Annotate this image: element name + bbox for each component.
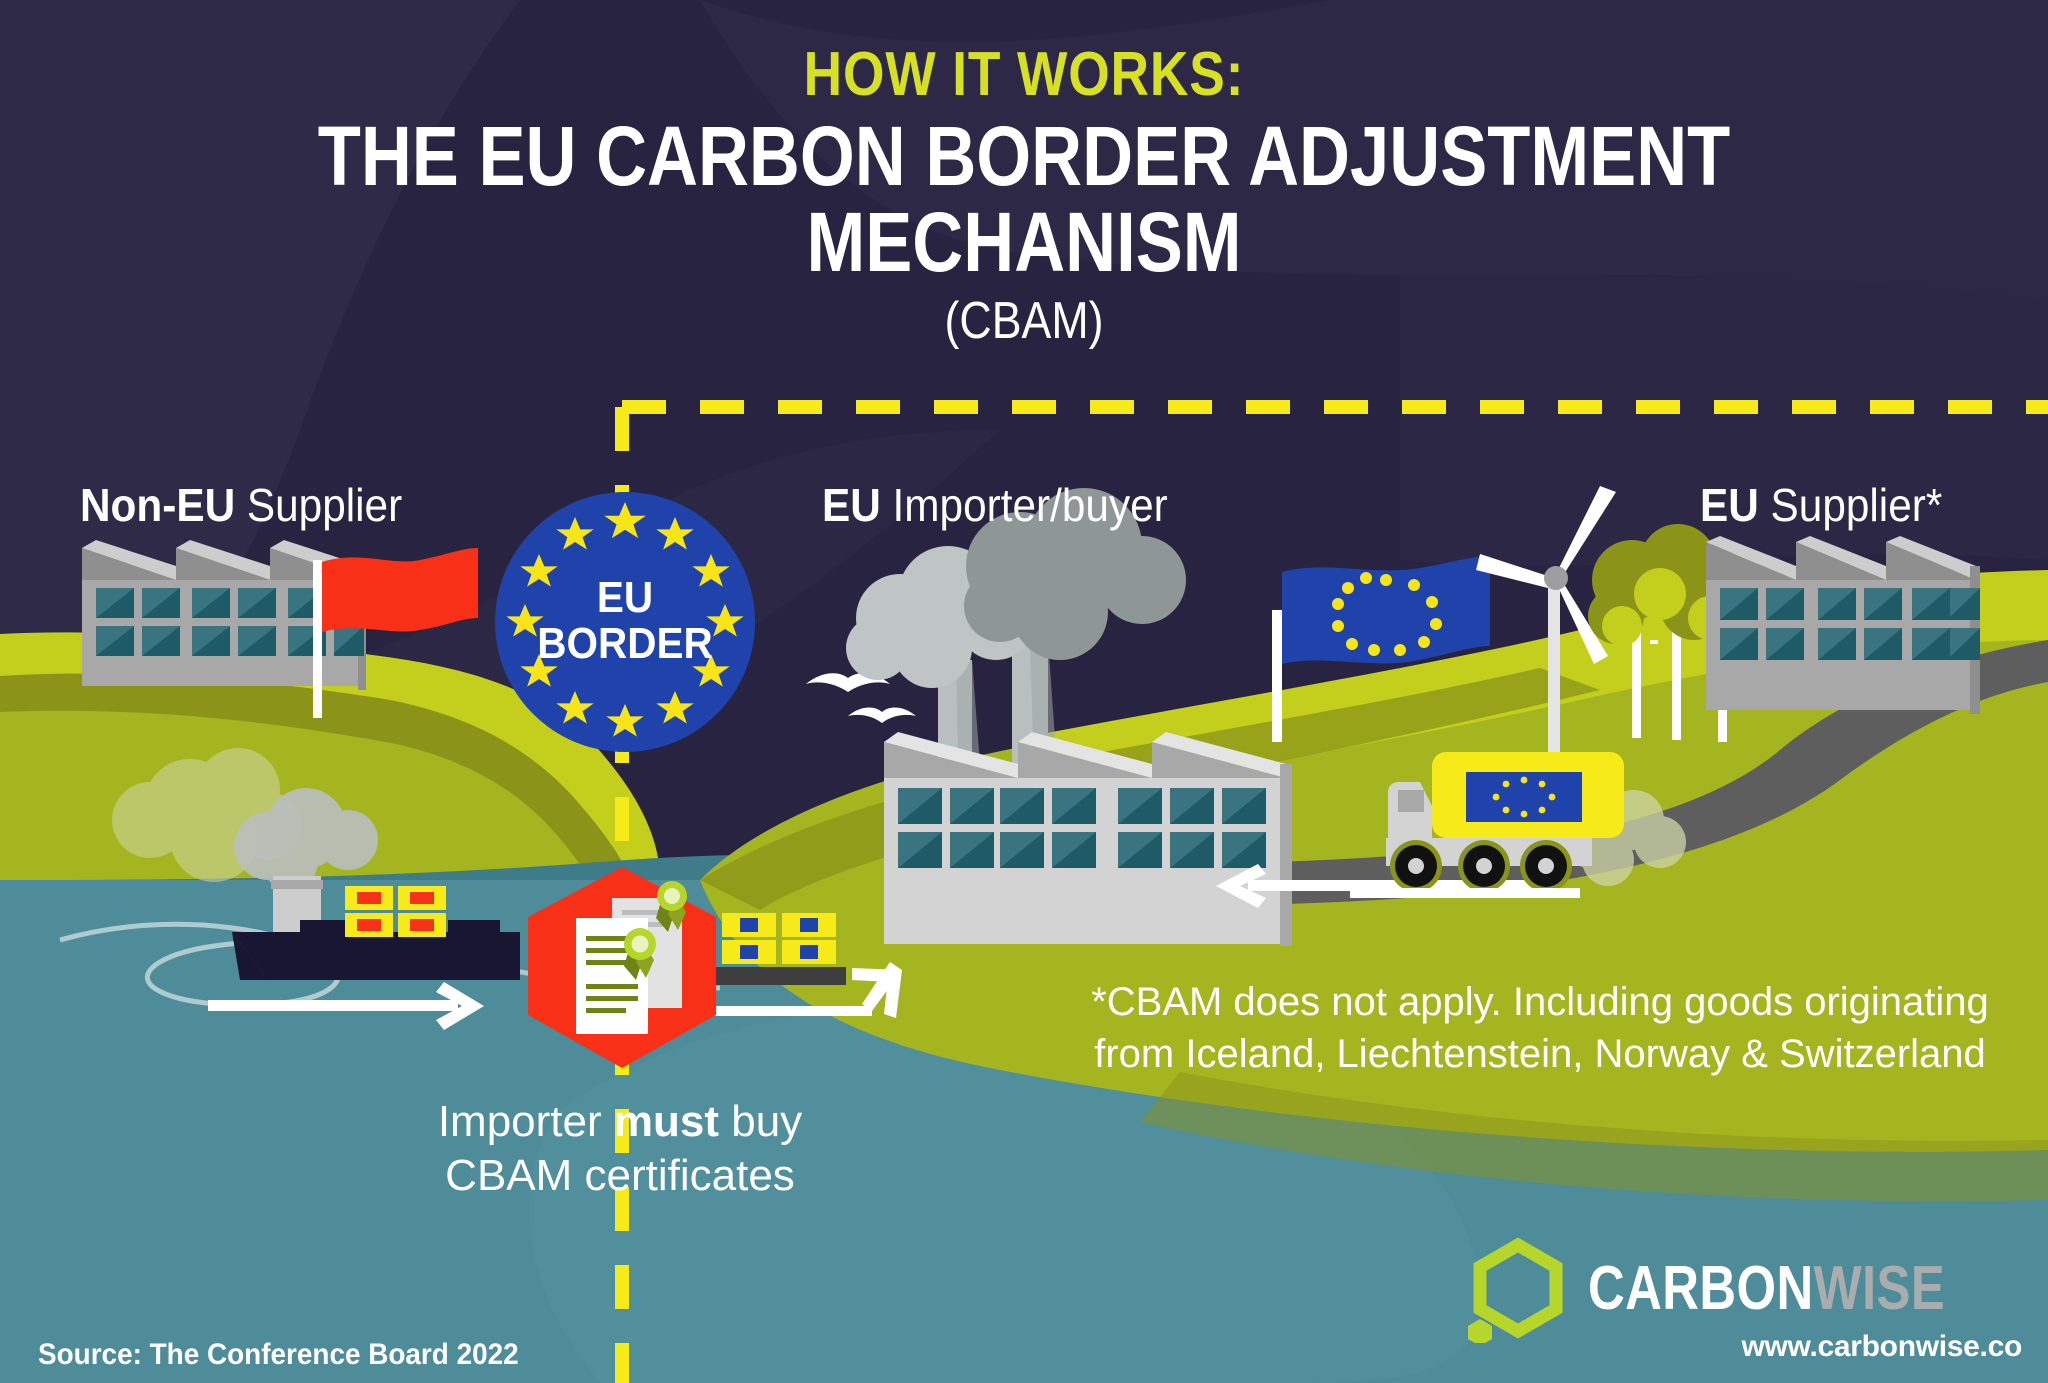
label-eu-importer-strong: EU: [822, 479, 881, 531]
importer-caption-pre: Importer: [437, 1097, 614, 1146]
title-block: HOW IT WORKS: THE EU CARBON BORDER ADJUS…: [0, 40, 2048, 351]
dock-cargo: [716, 913, 846, 985]
wind-turbine: [1476, 486, 1616, 774]
cargo-ship: [232, 788, 520, 980]
carbonwise-hexagon-logo-icon: [1468, 1237, 1563, 1343]
carbonwise-logo[interactable]: CARBONWISE www.carbonwise.co: [1464, 1235, 2024, 1363]
factory-eu-importer: [846, 488, 1292, 946]
page-subtitle: (CBAM): [944, 292, 1104, 351]
eu-border-badge-line2: BORDER: [537, 619, 713, 669]
red-flag: [313, 548, 478, 718]
label-eu-supplier: EU Supplier*: [1700, 482, 1942, 528]
importer-caption-strong: must: [613, 1097, 719, 1146]
brand-url: www.carbonwise.co: [1741, 1330, 2022, 1363]
page-title: THE EU CARBON BORDER ADJUSTMENT MECHANIS…: [317, 109, 1731, 289]
arrow-right-ship: [208, 982, 484, 1030]
importer-caption-line1: Importer must buy: [330, 1095, 910, 1149]
label-non-eu-supplier-rest: Supplier: [235, 479, 403, 531]
eu-flag-pole: [1272, 556, 1490, 742]
footnote: *CBAM does not apply. Including goods or…: [1040, 976, 2040, 1080]
delivery-truck: [1386, 752, 1686, 892]
footnote-line1: *CBAM does not apply. Including goods or…: [1091, 980, 1989, 1024]
importer-caption-line2: CBAM certificates: [445, 1150, 795, 1200]
label-non-eu-supplier: Non-EU Supplier: [80, 482, 402, 528]
eu-border-badge: [495, 492, 755, 752]
eu-border-badge-line1: EU: [596, 573, 654, 622]
footnote-line2: from Iceland, Liechtenstein, Norway & Sw…: [1094, 1032, 1986, 1076]
label-non-eu-supplier-strong: Non-EU: [80, 479, 236, 531]
source-credit: Source: The Conference Board 2022: [38, 1338, 519, 1371]
label-eu-importer: EU Importer/buyer: [822, 482, 1168, 528]
kicker-text: HOW IT WORKS:: [803, 40, 1245, 109]
brand-secondary: WISE: [1814, 1254, 1946, 1323]
label-eu-supplier-rest: Supplier*: [1758, 479, 1943, 531]
label-eu-importer-rest: Importer/buyer: [880, 479, 1168, 531]
eu-border-badge-label: EU BORDER: [510, 573, 740, 669]
label-eu-supplier-strong: EU: [1700, 479, 1759, 531]
importer-caption-post: buy: [719, 1097, 803, 1146]
arrow-left-truck-to-factory: [1216, 864, 1548, 908]
factory-eu-supplier: [1706, 536, 1980, 714]
arrow-up-right-border-to-factory: [680, 962, 902, 1018]
carbonwise-wordmark: CARBONWISE: [1588, 1258, 1945, 1320]
brand-primary: CARBON: [1588, 1254, 1815, 1323]
cbam-certificate-hexagon: [528, 867, 716, 1068]
importer-caption: Importer must buy CBAM certificates: [330, 1095, 910, 1202]
